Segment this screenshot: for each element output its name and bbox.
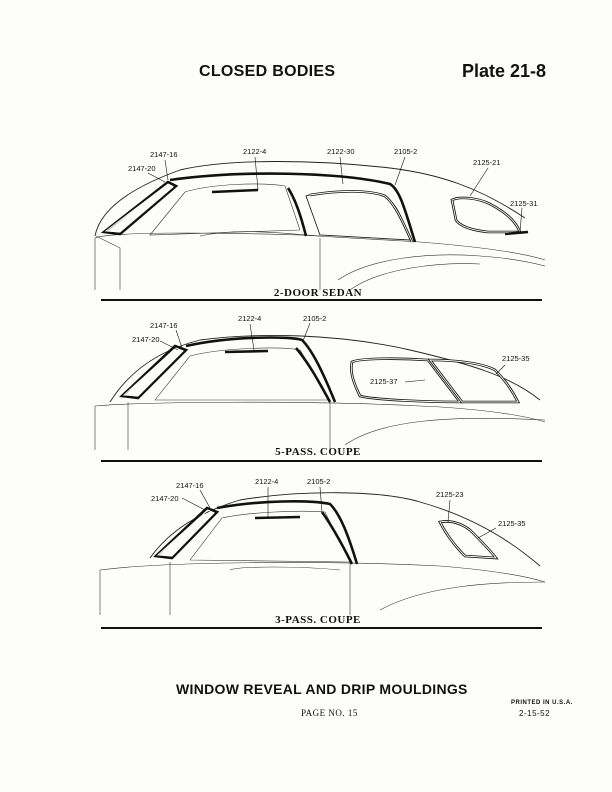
divider [101, 460, 542, 462]
page-number: PAGE NO. 15 [301, 708, 358, 718]
label-2122-4: 2122-4 [243, 147, 266, 156]
caption-5-pass-coupe: 5-PASS. COUPE [275, 446, 361, 458]
caption-2-door-sedan: 2-DOOR SEDAN [273, 287, 363, 299]
label-2105-2: 2105-2 [394, 147, 417, 156]
page-title: CLOSED BODIES [199, 63, 336, 80]
label-2122-30: 2122-30 [327, 147, 355, 156]
three-pass-coupe-illustration: 2147-16 2122-4 2105-2 2147-20 2125-23 21… [99, 477, 546, 615]
print-date: 2-15-52 [519, 709, 551, 718]
label-2122-4: 2122-4 [238, 314, 261, 323]
label-2105-2: 2105-2 [307, 477, 330, 486]
label-2125-37: 2125-37 [370, 377, 398, 386]
label-2147-20: 2147-20 [132, 335, 160, 344]
label-2147-20: 2147-20 [128, 164, 156, 173]
label-2147-16: 2147-16 [150, 150, 178, 159]
label-2147-16: 2147-16 [150, 321, 178, 330]
label-2122-4: 2122-4 [255, 477, 278, 486]
label-2125-35: 2125-35 [498, 519, 526, 528]
plate-number: Plate 21-8 [462, 61, 547, 81]
label-2147-20: 2147-20 [151, 494, 179, 503]
divider [101, 627, 542, 629]
label-2125-35: 2125-35 [502, 354, 530, 363]
label-2105-2: 2105-2 [303, 314, 326, 323]
label-2125-21: 2125-21 [473, 158, 501, 167]
label-2125-31: 2125-31 [510, 199, 538, 208]
divider [101, 299, 542, 301]
printed-in-usa: PRINTED IN U.S.A. [511, 700, 573, 706]
five-pass-coupe-illustration: 2122-4 2105-2 2147-16 2147-20 2125-35 21… [94, 314, 546, 450]
label-2147-16: 2147-16 [176, 481, 204, 490]
sedan-illustration: 2147-16 2147-20 2122-4 2122-30 2105-2 21… [94, 147, 546, 290]
section-title: WINDOW REVEAL AND DRIP MOULDINGS [176, 681, 468, 697]
label-2125-23: 2125-23 [436, 490, 464, 499]
caption-3-pass-coupe: 3-PASS. COUPE [275, 614, 361, 626]
